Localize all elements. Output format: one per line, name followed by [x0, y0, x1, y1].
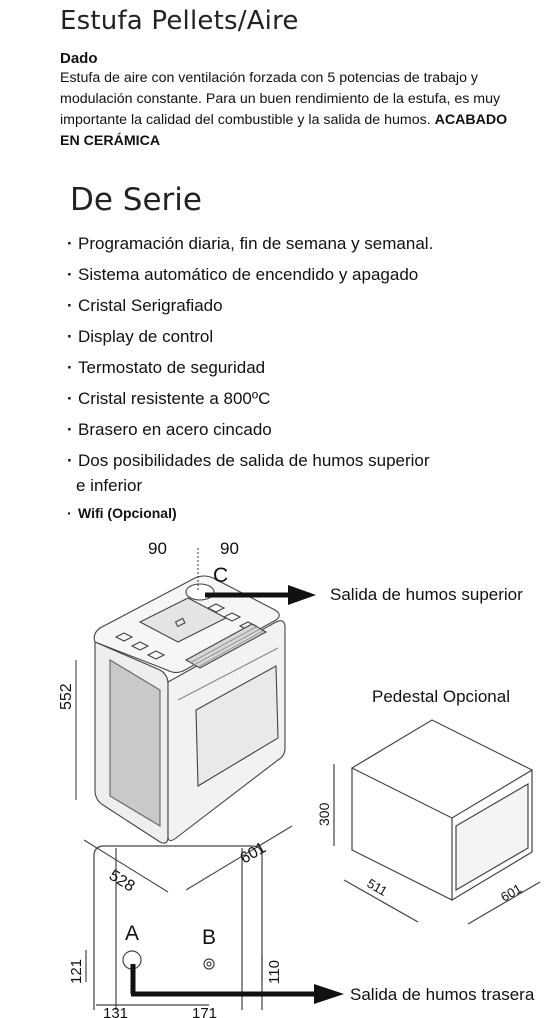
- label-salida-superior: Salida de humos superior: [330, 585, 523, 604]
- description-highlight: ACABADO EN CERÁMICA: [60, 112, 508, 149]
- feature-item: Display de control: [67, 321, 433, 352]
- feature-item: Cristal resistente a 800ºC: [67, 383, 433, 414]
- feature-item: Cristal Serigrafiado: [67, 290, 433, 321]
- feature-item: Programación diaria, fin de semana y sem…: [67, 228, 433, 259]
- pedestal-illustration: [333, 719, 541, 925]
- rear-view-illustration: [85, 845, 263, 1010]
- feature-item: Brasero en acero cincado: [67, 414, 433, 445]
- dim-b-height: 110: [266, 960, 283, 984]
- description-text: Estufa de aire con ventilación forzada c…: [60, 70, 501, 128]
- dim-top-right: 90: [220, 539, 239, 558]
- label-salida-trasera: Salida de humos trasera: [350, 985, 535, 1004]
- label-b: B: [202, 926, 216, 949]
- feature-list: Programación diaria, fin de semana y sem…: [67, 228, 433, 525]
- feature-item: Termostato de seguridad: [67, 352, 433, 383]
- label-c: C: [213, 564, 228, 587]
- pedestal-depth: 511: [365, 876, 390, 899]
- pedestal-width: 601: [498, 881, 524, 905]
- arrow-trasera: [130, 964, 344, 1004]
- dim-b-x: 171: [192, 1005, 217, 1018]
- feature-item: Sistema automático de encendido y apagad…: [67, 259, 433, 290]
- feature-item-continuation: e inferior: [76, 476, 143, 495]
- page-title: Estufa Pellets/Aire: [60, 6, 299, 36]
- label-a: A: [125, 922, 139, 945]
- section-title: De Serie: [70, 182, 202, 218]
- product-description: Estufa de aire con ventilación forzada c…: [60, 68, 530, 152]
- feature-item-wifi: Wifi (Opcional): [67, 501, 433, 525]
- dim-height: 552: [58, 683, 75, 710]
- feature-item: Dos posibilidades de salida de humos sup…: [67, 445, 433, 476]
- dim-a-x: 131: [103, 1005, 128, 1018]
- pedestal-height: 300: [316, 802, 332, 826]
- dim-depth: 528: [106, 867, 138, 896]
- dim-a-height: 121: [68, 959, 85, 984]
- stove-illustration: [75, 548, 293, 893]
- label-pedestal: Pedestal Opcional: [372, 687, 510, 706]
- arrow-superior: [205, 585, 316, 605]
- model-name: Dado: [60, 50, 98, 67]
- dim-top-left: 90: [148, 539, 167, 558]
